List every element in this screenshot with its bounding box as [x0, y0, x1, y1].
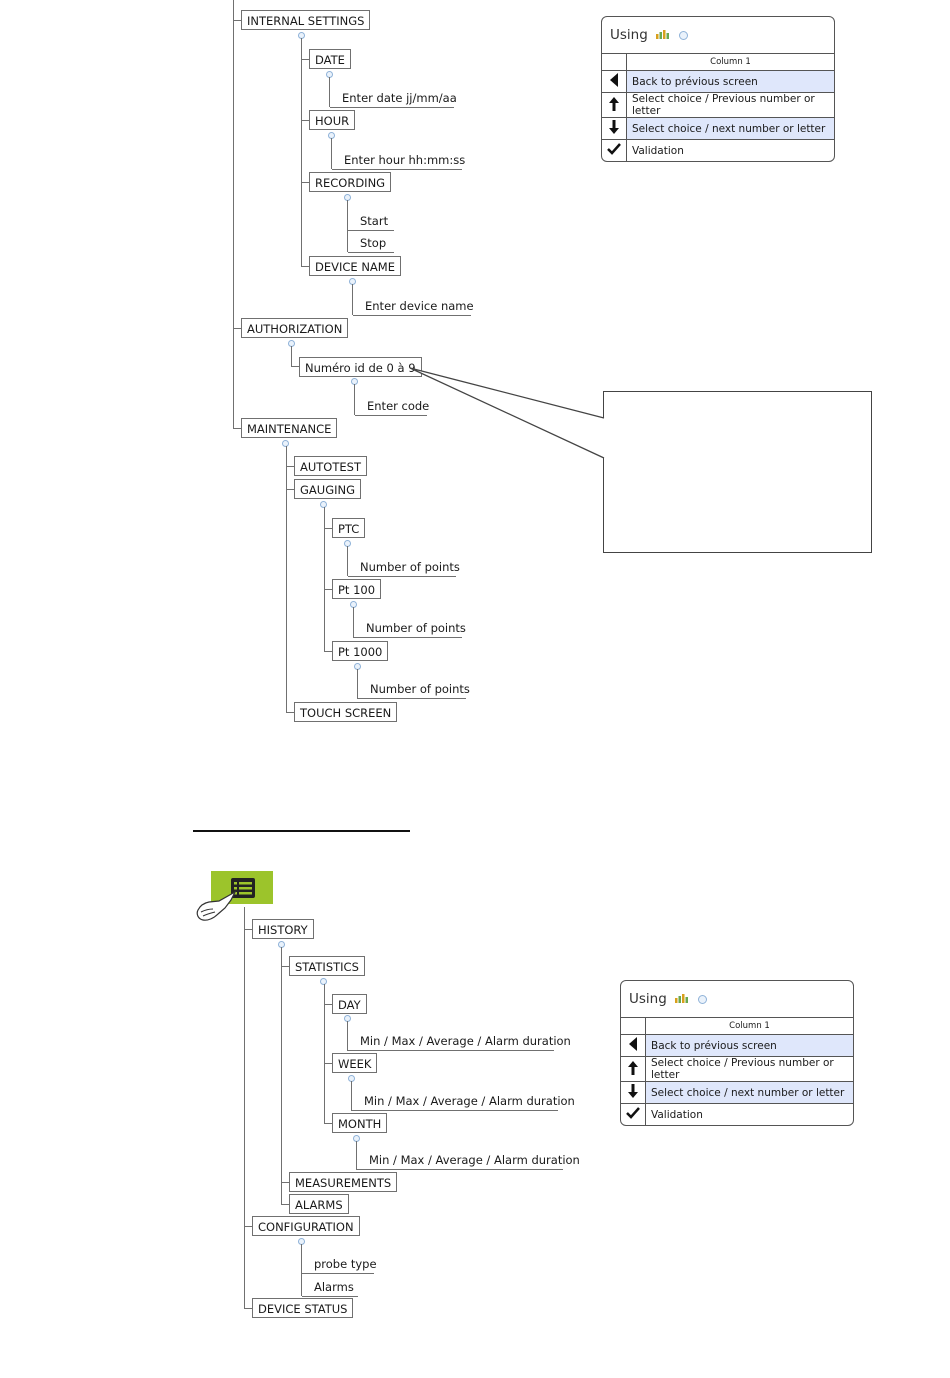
legend-row-validation: Validation: [651, 1108, 703, 1121]
leaf-month-stats: Min / Max / Average / Alarm duration: [357, 1153, 580, 1170]
node-device-status: DEVICE STATUS: [252, 1298, 354, 1318]
legend-title: Using: [602, 17, 834, 54]
node-recording: RECORDING: [309, 172, 392, 192]
legend-column-header: Column 1: [626, 54, 834, 71]
node-gauging: GAUGING: [294, 479, 362, 499]
node-date: DATE: [309, 49, 351, 69]
node-day: DAY: [332, 994, 367, 1014]
arrow-down-icon: [602, 117, 627, 140]
node-internal-settings: INTERNAL SETTINGS: [241, 10, 371, 30]
checkmark-icon: [602, 139, 627, 161]
arrow-down-icon: [621, 1081, 646, 1104]
node-device-name: DEVICE NAME: [309, 256, 401, 276]
chart-bars-icon: [656, 17, 670, 53]
legend-row-previous: Select choice / Previous number or lette…: [645, 1056, 853, 1082]
arrow-left-icon: [621, 1034, 646, 1057]
menu-list-icon: [231, 878, 255, 898]
section-divider: [193, 830, 410, 832]
node-measurements: MEASUREMENTS: [289, 1172, 398, 1192]
legend-row-next: Select choice / next number or letter: [626, 117, 834, 140]
node-pt100: Pt 100: [332, 579, 382, 599]
node-hour: HOUR: [309, 110, 356, 130]
node-numero-id: Numéro id de 0 à 9: [299, 357, 422, 377]
legend-using-bottom: Using Column 1 Back to prévious screen S…: [620, 980, 854, 1126]
node-history: HISTORY: [252, 919, 314, 939]
legend-using-top: Using Column 1 Back to prévious screen S…: [601, 16, 835, 162]
leaf-week-stats: Min / Max / Average / Alarm duration: [352, 1094, 575, 1111]
arrow-up-icon: [602, 92, 627, 118]
node-configuration: CONFIGURATION: [252, 1216, 360, 1236]
leaf-probe-type: probe type: [302, 1257, 377, 1274]
leaf-enter-device-name: Enter device name: [353, 299, 474, 316]
legend-row-back: Back to prévious screen: [645, 1034, 853, 1057]
circle-icon: [679, 30, 689, 40]
legend-row-previous: Select choice / Previous number or lette…: [626, 92, 834, 118]
leaf-config-alarms: Alarms: [302, 1280, 358, 1297]
legend-row-validation: Validation: [632, 144, 684, 157]
leaf-enter-hour: Enter hour hh:mm:ss: [332, 153, 465, 170]
node-autotest: AUTOTEST: [294, 456, 367, 476]
node-maintenance: MAINTENANCE: [241, 418, 338, 438]
legend-row-back: Back to prévious screen: [626, 70, 834, 93]
leaf-enter-code: Enter code: [355, 399, 429, 416]
leaf-start: Start: [348, 214, 394, 231]
node-alarms: ALARMS: [289, 1194, 349, 1214]
node-statistics: STATISTICS: [289, 956, 365, 976]
node-authorization: AUTHORIZATION: [241, 318, 349, 338]
callout-note-box: [603, 391, 872, 553]
leaf-day-stats: Min / Max / Average / Alarm duration: [348, 1034, 571, 1051]
circle-icon: [698, 994, 708, 1004]
node-touch-screen: TOUCH SCREEN: [294, 702, 398, 722]
arrow-up-icon: [621, 1056, 646, 1082]
leaf-points-pt1000: Number of points: [358, 682, 470, 699]
hand-pointer-icon: [196, 890, 237, 921]
checkmark-icon: [621, 1103, 646, 1125]
arrow-left-icon: [602, 70, 627, 93]
leaf-stop: Stop: [348, 236, 394, 253]
legend-title: Using: [621, 981, 853, 1018]
leaf-points-pt100: Number of points: [354, 621, 466, 638]
legend-row-next: Select choice / next number or letter: [645, 1081, 853, 1104]
node-ptc: PTC: [332, 518, 366, 538]
node-pt1000: Pt 1000: [332, 641, 389, 661]
menu-button[interactable]: [211, 871, 273, 904]
legend-column-header: Column 1: [645, 1018, 853, 1035]
node-week: WEEK: [332, 1053, 378, 1073]
chart-bars-icon: [675, 981, 689, 1017]
leaf-points-ptc: Number of points: [348, 560, 460, 577]
node-month: MONTH: [332, 1113, 388, 1133]
leaf-enter-date: Enter date jj/mm/aa: [330, 91, 457, 108]
